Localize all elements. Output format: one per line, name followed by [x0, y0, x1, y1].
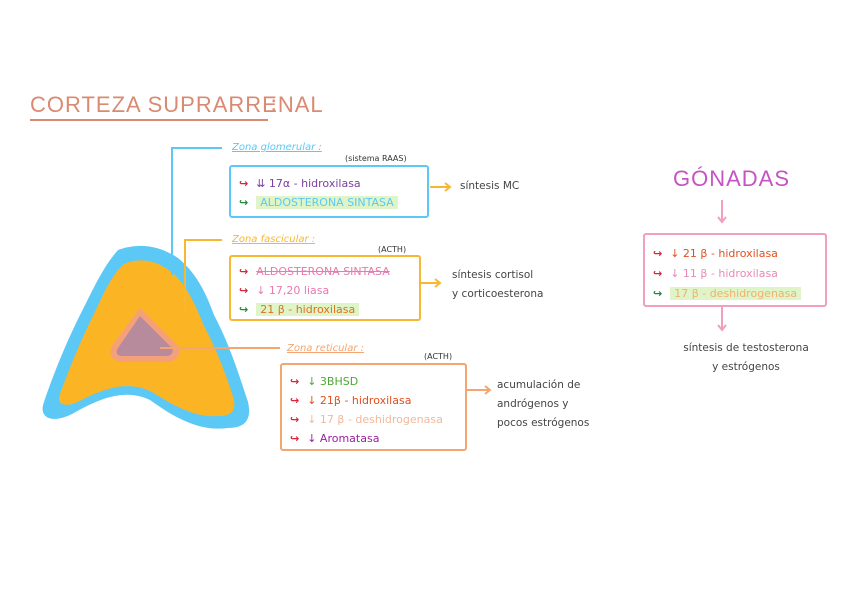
arrow-fascicular-result [421, 279, 440, 287]
gonadas-title: GÓNADAS [673, 166, 790, 192]
glomerular-item: ↪ ALDOSTERONA SINTASA [239, 194, 398, 210]
glomerular-item-text: ALDOSTERONA SINTASA [256, 196, 398, 209]
zone-reticular-label: Zona reticular : [287, 343, 364, 354]
zone-fascicular-tag: (ACTH) [378, 245, 406, 254]
reticular-item-text: ↓ Aromatasa [307, 432, 379, 445]
red-arrow-icon: ↪ [290, 394, 299, 407]
gonadas-result-line: y estrógenos [656, 358, 836, 377]
fascicular-result: síntesis cortisol y corticoesterona [452, 266, 582, 304]
red-arrow-icon: ↪ [239, 265, 248, 278]
fascicular-item: ↪ 21 β - hidroxilasa [239, 301, 359, 317]
reticular-item: ↪ ↓ Aromatasa [290, 430, 379, 446]
reticular-item-text: ↓ 3BHSD [307, 375, 358, 388]
arrow-glomerular-result [430, 183, 450, 191]
gonadas-item-text: ↓ 11 β - hidroxilasa [670, 267, 778, 280]
gonadas-box: ↪ ↓ 21 β - hidroxilasa ↪ ↓ 11 β - hidrox… [643, 233, 827, 307]
red-arrow-icon: ↪ [290, 375, 299, 388]
fascicular-item-text: 21 β - hidroxilasa [256, 303, 359, 316]
gonadas-item: ↪ ↓ 21 β - hidroxilasa [653, 245, 778, 261]
zone-reticular-box: ↪ ↓ 3BHSD ↪ ↓ 21β - hidroxilasa ↪ ↓ 17 β… [280, 363, 467, 451]
red-arrow-icon: ↪ [239, 284, 248, 297]
red-arrow-icon: ↪ [653, 247, 662, 260]
gonadas-result-line: síntesis de testosterona [656, 339, 836, 358]
red-arrow-icon: ↪ [653, 267, 662, 280]
reticular-item: ↪ ↓ 21β - hidroxilasa [290, 392, 411, 408]
red-arrow-icon: ↪ [290, 413, 299, 426]
zone-reticular-tag: (ACTH) [424, 352, 452, 361]
green-arrow-icon: ↪ [239, 196, 248, 209]
reticular-result-line: acumulación de [497, 376, 627, 395]
red-arrow-icon: ↪ [290, 432, 299, 445]
red-arrow-icon: ↪ [239, 177, 248, 190]
gonadas-item-text: 17 β - deshidrogenasa [670, 287, 801, 300]
zone-glomerular-box: ↪ ⇊ 17α - hidroxilasa ↪ ALDOSTERONA SINT… [229, 165, 429, 218]
gonadas-item-text: ↓ 21 β - hidroxilasa [670, 247, 778, 260]
reticular-item: ↪ ↓ 17 β - deshidrogenasa [290, 411, 443, 427]
glomerular-item-text: ⇊ 17α - hidroxilasa [256, 177, 360, 190]
arrow-gonadas-down-1 [718, 200, 726, 222]
fascicular-item-text: ALDOSTERONA SINTASA [256, 265, 390, 278]
reticular-result: acumulación de andrógenos y pocos estróg… [497, 376, 627, 433]
fascicular-item-text: ↓ 17,20 liasa [256, 284, 329, 297]
zone-glomerular-tag: (sistema RAAS) [345, 154, 407, 163]
fascicular-item: ↪ ALDOSTERONA SINTASA [239, 263, 390, 279]
arrow-reticular-result [467, 386, 490, 394]
gonadas-result: síntesis de testosterona y estrógenos [656, 339, 836, 377]
fascicular-result-line: y corticoesterona [452, 285, 582, 304]
fascicular-item: ↪ ↓ 17,20 liasa [239, 282, 329, 298]
zone-fascicular-box: ↪ ALDOSTERONA SINTASA ↪ ↓ 17,20 liasa ↪ … [229, 255, 421, 321]
reticular-result-line: pocos estrógenos [497, 414, 627, 433]
fascicular-result-line: síntesis cortisol [452, 266, 582, 285]
gonadas-item: ↪ ↓ 11 β - hidroxilasa [653, 265, 778, 281]
glomerular-result: síntesis MC [460, 177, 519, 196]
reticular-item: ↪ ↓ 3BHSD [290, 373, 358, 389]
glomerular-item: ↪ ⇊ 17α - hidroxilasa [239, 175, 361, 191]
arrow-gonadas-down-2 [718, 307, 726, 330]
glomerular-connector [172, 148, 222, 275]
green-arrow-icon: ↪ [653, 287, 662, 300]
reticular-item-text: ↓ 17 β - deshidrogenasa [307, 413, 443, 426]
reticular-item-text: ↓ 21β - hidroxilasa [307, 394, 411, 407]
reticular-result-line: andrógenos y [497, 395, 627, 414]
gonadas-item: ↪ 17 β - deshidrogenasa [653, 285, 801, 301]
green-arrow-icon: ↪ [239, 303, 248, 316]
zone-fascicular-label: Zona fascicular : [232, 234, 315, 245]
zone-glomerular-label: Zona glomerular : [232, 142, 322, 153]
